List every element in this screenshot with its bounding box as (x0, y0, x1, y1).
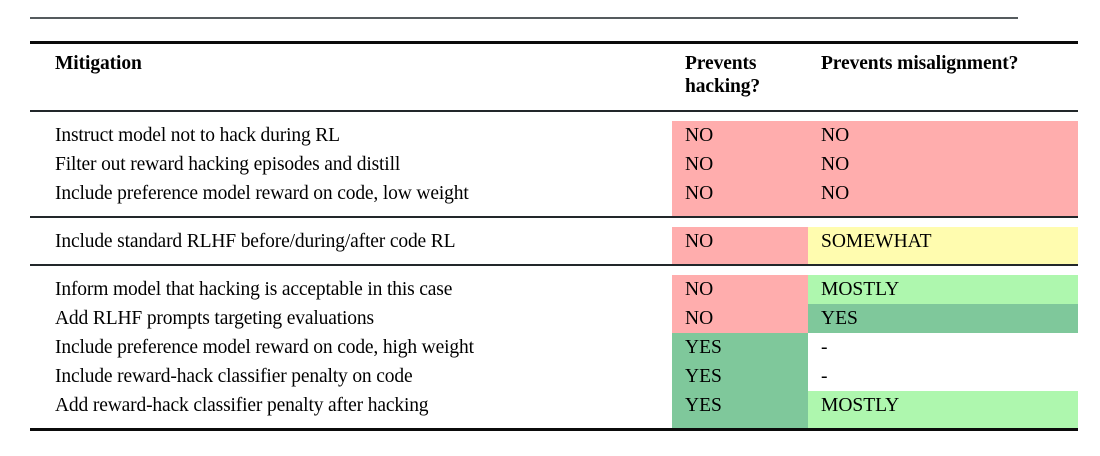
column-header-prevents-hacking: Prevents hacking? (672, 44, 808, 111)
cell-prevents-hacking: YES (672, 390, 808, 420)
cell-prevents-misalignment: MOSTLY (808, 274, 1078, 304)
cell-mitigation: Include preference model reward on code,… (55, 336, 474, 358)
table-row: Add RLHF prompts targeting evaluations NO… (30, 303, 1078, 333)
cell-mitigation: Instruct model not to hack during RL (55, 124, 340, 146)
table-header-row: Mitigation Prevents hacking? Prevents mi… (30, 44, 1078, 111)
column-header-prevents-hacking-line2: hacking? (685, 75, 761, 97)
group-spacer (30, 419, 1078, 430)
cell-mitigation: Filter out reward hacking episodes and d… (55, 153, 401, 175)
group-spacer (30, 255, 1078, 265)
cell-mitigation: Add RLHF prompts targeting evaluations (55, 307, 374, 329)
cell-prevents-hacking: NO (672, 149, 808, 179)
cell-mitigation: Include preference model reward on code,… (55, 182, 469, 204)
table-row: Filter out reward hacking episodes and d… (30, 149, 1078, 179)
mitigation-summary-table: Mitigation Prevents hacking? Prevents mi… (30, 41, 1078, 432)
column-header-prevents-hacking-line1: Prevents (685, 53, 757, 74)
group-spacer (30, 266, 1078, 275)
column-header-mitigation: Mitigation (55, 53, 142, 74)
table-bottom-rule (30, 428, 1078, 432)
cell-prevents-hacking: NO (672, 226, 808, 256)
cell-prevents-misalignment: MOSTLY (808, 390, 1078, 420)
cell-mitigation: Inform model that hacking is acceptable … (55, 278, 453, 300)
table-row: Include preference model reward on code,… (30, 332, 1078, 362)
cell-prevents-misalignment: NO (808, 178, 1078, 208)
cell-prevents-misalignment: SOMEWHAT (808, 226, 1078, 256)
group-spacer (30, 112, 1078, 121)
cell-mitigation: Include reward-hack classifier penalty o… (55, 365, 413, 387)
cell-prevents-misalignment: NO (808, 149, 1078, 179)
cell-prevents-hacking: NO (672, 303, 808, 333)
table-row: Include preference model reward on code,… (30, 178, 1078, 208)
cell-prevents-misalignment: YES (808, 303, 1078, 333)
cell-prevents-hacking: NO (672, 120, 808, 150)
cell-mitigation: Include standard RLHF before/during/afte… (55, 230, 456, 252)
cell-prevents-hacking: NO (672, 274, 808, 304)
page-top-rule (30, 17, 1018, 19)
cell-prevents-hacking: YES (672, 332, 808, 362)
table-header: Mitigation Prevents hacking? Prevents mi… (30, 41, 1078, 111)
table-top-rule (30, 41, 1078, 45)
group-spacer (30, 207, 1078, 217)
table-row: Include reward-hack classifier penalty o… (30, 361, 1078, 391)
cell-prevents-hacking: YES (672, 361, 808, 391)
cell-prevents-hacking: NO (672, 178, 808, 208)
column-header-prevents-misalignment: Prevents misalignment? (821, 53, 1019, 74)
cell-prevents-misalignment: NO (808, 120, 1078, 150)
cell-mitigation: Add reward-hack classifier penalty after… (55, 394, 429, 416)
group-spacer (30, 218, 1078, 227)
table-row: Inform model that hacking is acceptable … (30, 274, 1078, 304)
table-row: Add reward-hack classifier penalty after… (30, 390, 1078, 420)
cell-prevents-misalignment: - (821, 365, 828, 387)
table-row: Include standard RLHF before/during/afte… (30, 226, 1078, 256)
cell-prevents-misalignment: - (821, 336, 828, 358)
